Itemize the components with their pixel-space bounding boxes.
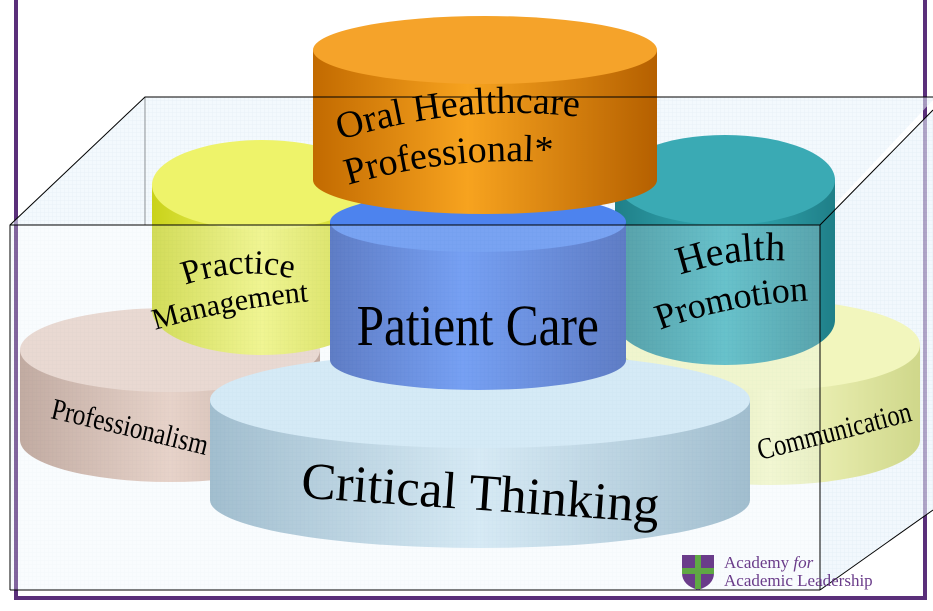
logo-text: Academy for Academic Leadership <box>724 554 873 590</box>
oral-healthcare-professional-cylinder <box>313 16 657 214</box>
logo-line1: Academy for <box>724 554 873 572</box>
shield-icon <box>682 555 714 590</box>
academy-logo: Academy for Academic Leadership <box>680 553 873 591</box>
box-edges <box>9 96 933 591</box>
logo-line2: Academic Leadership <box>724 571 873 590</box>
logo-academy: Academy <box>724 553 790 572</box>
logo-for: for <box>793 553 814 572</box>
label-patient-care: Patient Care <box>357 293 599 358</box>
box-front-face <box>10 225 820 590</box>
